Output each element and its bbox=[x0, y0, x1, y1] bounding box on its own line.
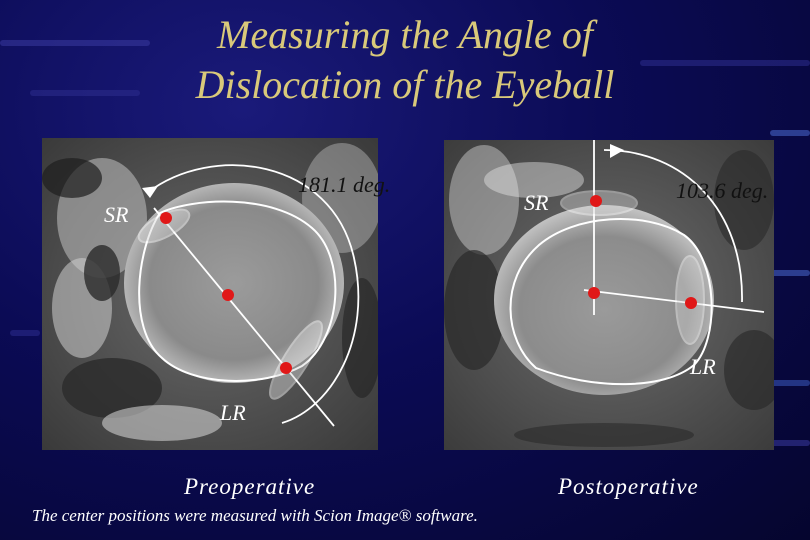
slide-title-line2: Dislocation of the Eyeball bbox=[195, 62, 615, 107]
background-streak bbox=[770, 130, 810, 136]
preoperative-angle-label: 181.1 deg. bbox=[298, 172, 391, 197]
postoperative-sr-label: SR bbox=[524, 190, 549, 215]
lr-center-marker bbox=[280, 362, 292, 374]
preoperative-lr-label: LR bbox=[220, 400, 246, 425]
background-streak bbox=[640, 60, 810, 66]
postoperative-scan bbox=[444, 140, 774, 450]
background-streak bbox=[760, 270, 810, 276]
background-streak bbox=[740, 380, 810, 386]
preoperative-mri-image bbox=[42, 138, 378, 450]
slide-title-line1: Measuring the Angle of bbox=[217, 12, 593, 57]
lr-center-marker bbox=[685, 297, 697, 309]
preoperative-sr-label: SR bbox=[104, 202, 129, 227]
postoperative-caption: Postoperative bbox=[558, 474, 699, 499]
globe-center-marker bbox=[222, 289, 234, 301]
preoperative-scan bbox=[42, 138, 378, 450]
background-streak bbox=[10, 330, 40, 336]
postoperative-mri-image bbox=[444, 140, 774, 450]
background-streak bbox=[0, 40, 150, 46]
software-footnote: The center positions were measured with … bbox=[32, 506, 478, 525]
preoperative-caption: Preoperative bbox=[184, 474, 316, 499]
postoperative-angle-label: 103.6 deg. bbox=[676, 178, 769, 203]
sr-center-marker bbox=[590, 195, 602, 207]
background-streak bbox=[30, 90, 140, 96]
sr-center-marker bbox=[160, 212, 172, 224]
globe-center-marker bbox=[588, 287, 600, 299]
postoperative-lr-label: LR bbox=[690, 354, 716, 379]
